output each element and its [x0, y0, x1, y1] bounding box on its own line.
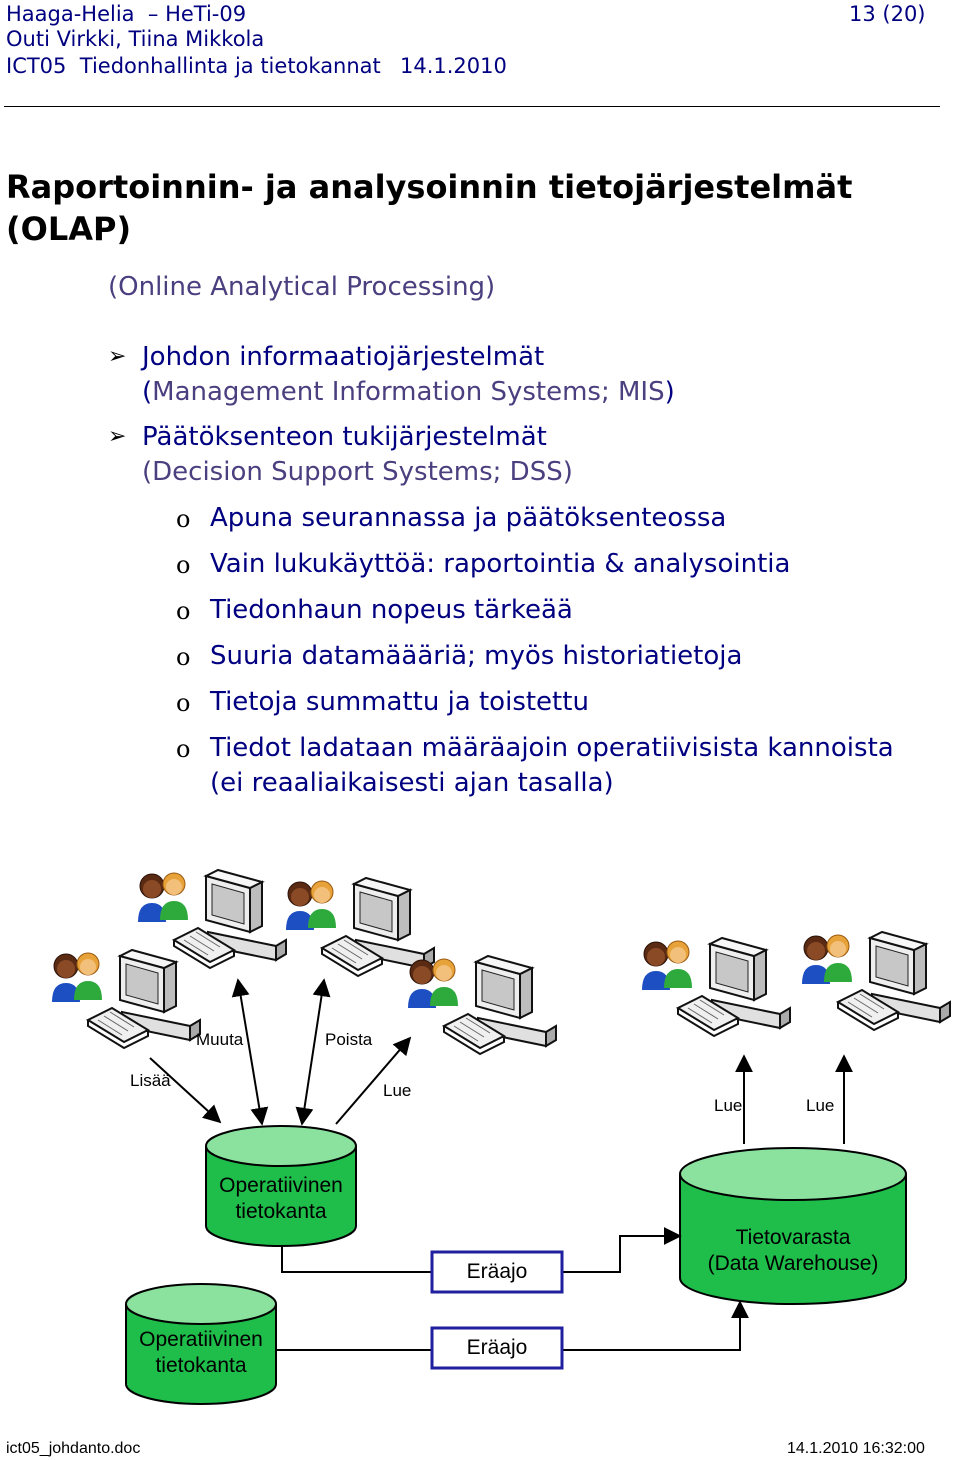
main-item-1-en: (Management Information Systems; MIS): [142, 377, 675, 407]
workstation-icon: [51, 949, 201, 1049]
header-org: Haaga-Helia – HeTi-09: [6, 2, 247, 26]
database-icon: [205, 1146, 357, 1247]
page-title-line1: Raportoinnin- ja analysoinnin tietojärje…: [6, 168, 853, 206]
main-item-2-label: Päätöksenteon tukijärjestelmät: [142, 422, 547, 452]
sub-item-6: Tiedot ladataan määräajoin operatiivisis…: [210, 733, 894, 763]
sub-item-4: Suuria datamäääriä; myös historiatietoja: [210, 641, 743, 671]
footer-timestamp: 14.1.2010 16:32:00: [787, 1440, 925, 1457]
data-warehouse-label: Tietovarasta(Data Warehouse): [707, 1226, 879, 1275]
sub-bullet-icon: o: [176, 689, 191, 717]
workstation-icon: [137, 869, 287, 969]
header-course: ICT05 Tiedonhallinta ja tietokannat: [6, 54, 381, 78]
main-item-1-label: Johdon informaatiojärjestelmät: [142, 342, 545, 372]
label-poista: Poista: [325, 1030, 373, 1049]
arrow-poista: [295, 978, 331, 1126]
workstation-icon: [285, 877, 435, 977]
sub-item-5: Tietoja summattu ja toistettu: [210, 687, 589, 717]
header-date: 14.1.2010: [400, 54, 507, 78]
sub-bullet-icon: o: [176, 505, 191, 533]
sub-bullet-icon: o: [176, 551, 191, 579]
sub-item-6-continued: (ei reaaliaikaisesti ajan tasalla): [210, 768, 614, 798]
main-item-2-en: (Decision Support Systems; DSS): [142, 457, 573, 487]
header-rule: [4, 106, 940, 107]
arrow-muuta: [231, 978, 269, 1126]
batch-1-label: Eräajo: [466, 1260, 528, 1283]
workstation-icon: [407, 955, 557, 1055]
batch-2-label: Eräajo: [466, 1336, 528, 1359]
arrow-bullet-icon: ➢: [108, 424, 127, 449]
header-authors: Outi Virkki, Tiina Mikkola: [6, 27, 265, 51]
sub-item-1: Apuna seurannassa ja päätöksenteossa: [210, 503, 727, 533]
page-number: 13 (20): [849, 2, 926, 26]
label-lue-2: Lue: [714, 1096, 743, 1115]
arrow-lue-1: [335, 1036, 412, 1125]
page-subtitle: (Online Analytical Processing): [108, 272, 496, 302]
label-lisaa: Lisää: [130, 1071, 171, 1090]
footer-filename: ict05_johdanto.doc: [6, 1440, 141, 1457]
label-lue-1: Lue: [383, 1081, 412, 1100]
data-warehouse-icon: [679, 1174, 907, 1305]
workstation-icon: [801, 931, 951, 1031]
sub-bullet-icon: o: [176, 735, 191, 763]
batch-box: [430, 1250, 564, 1294]
sub-item-2: Vain lukukäyttöä: raportointia & analyso…: [210, 549, 791, 579]
arrow-lisaa: [149, 1057, 222, 1124]
label-muuta: Muuta: [196, 1030, 244, 1049]
page-title-line2: (OLAP): [6, 210, 132, 248]
batch-box: [430, 1326, 564, 1370]
sub-bullet-icon: o: [176, 597, 191, 625]
workstation-icon: [641, 937, 791, 1037]
sub-item-3: Tiedonhaun nopeus tärkeää: [210, 595, 573, 625]
label-lue-3: Lue: [806, 1096, 835, 1115]
database-icon: [125, 1304, 277, 1405]
arrow-bullet-icon: ➢: [108, 344, 127, 369]
sub-bullet-icon: o: [176, 643, 191, 671]
olap-architecture-diagram: [51, 869, 951, 1405]
